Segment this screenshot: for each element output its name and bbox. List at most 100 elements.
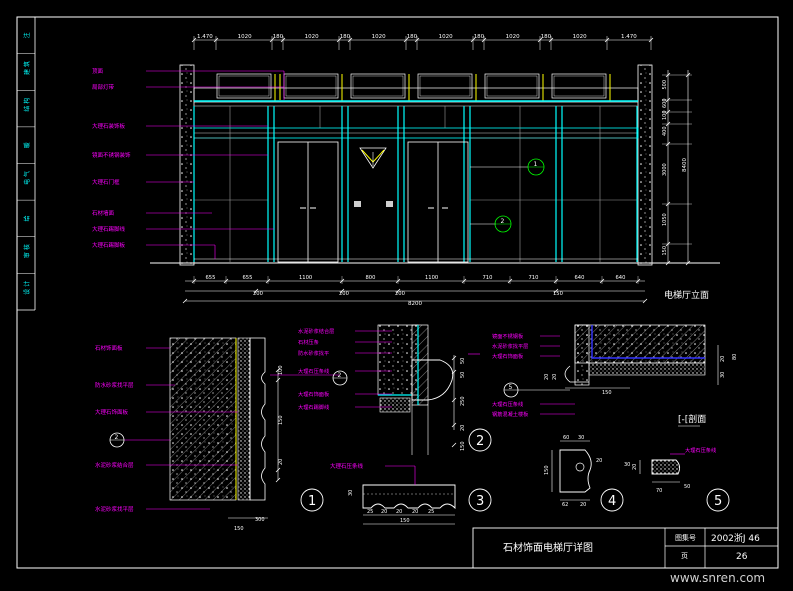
detail2-dim-1: 50 [460,372,466,378]
elevation-label-2: 大理石装饰板 [92,122,126,130]
top-dim-6: 180 [407,34,418,40]
detail6-label-0: 镜面不锈钢板 [492,332,524,340]
call-button-right [386,201,393,207]
right-total-dim: 8400 [682,158,688,172]
right-dim-6: 150 [662,246,668,256]
detail5-dim-2: 30 [624,462,630,468]
detail1-dim-4: 150 [234,526,244,532]
title-block: 石材饰面电梯厅详图 图集号 2002浙J 46 页 26 [472,527,779,569]
top-dim-5: 1020 [372,34,386,40]
detail-number-1: 1 [308,494,316,509]
atlas-number: 2002浙J 46 [711,532,760,544]
detail2-label-3: 大理石压条线 [298,367,329,375]
detail5-dim-3: 50 [684,484,690,490]
ceiling-panel-2 [350,73,406,99]
ceiling-panel-0 [216,73,272,99]
detail-number-circle-3 [468,488,492,512]
ceiling-panel-4 [484,73,540,99]
bottom-dim-a-0: 655 [206,275,216,281]
detail1-label-3: 水泥砂浆结合层 [95,461,134,469]
detail3-label: 大理石压条线 [330,462,364,470]
detail-number-circle-4 [600,488,624,512]
detail-number-4: 4 [608,494,616,509]
bottom-dim-a-8: 640 [616,275,626,281]
right-dim-4: 3000 [662,163,668,176]
detail1-label-2: 大理石饰面板 [95,408,129,416]
emblem-icon [359,147,387,169]
detail2-label-2: 防水砂浆找平 [298,349,329,357]
detail6-dim-0: 20 [544,374,550,380]
bottom-dim-a-4: 1100 [425,275,438,281]
top-dim-12: 1.470 [621,34,637,40]
sidebar-cell-0: 注 [23,32,31,38]
detail6-dim-3: 30 [720,372,726,378]
top-dim-0: 1.470 [197,34,213,40]
elevation-label-5: 石材墙面 [92,209,115,217]
sidebar-cell-3: 暖 [23,142,31,148]
sidebar-cell-7: 设 计 [23,281,31,295]
detail1-dim-2: 20 [278,459,284,465]
detail1-label-0: 石材饰面板 [95,344,123,352]
drawing-frame [16,16,779,569]
detail1-dim-0: 100 [278,365,284,375]
detail4-dim-1: 30 [578,435,584,441]
top-dim-10: 180 [541,34,552,40]
detail4-dim-4: 62 [562,502,568,508]
detail2-label-5: 大理石踢脚线 [298,403,329,411]
sidebar-cell-2: 结 构 [23,98,31,112]
detail6-label-1: 水泥砂浆找平层 [492,342,528,350]
call-button-left [354,201,361,207]
top-dim-11: 1020 [573,34,587,40]
detail2-dim-0: 50 [460,358,466,364]
bottom-dim-a-5: 710 [483,275,493,281]
detail3-dim-2: 20 [396,509,402,515]
detail2-dim-3: 20 [460,425,466,431]
bottom-dim-b-1: 200 [339,291,349,297]
detail5-label: 大理石压条线 [685,446,716,454]
detail4-dim-5: 20 [580,502,586,508]
detail6-callout: 5 [509,384,513,391]
detail1-label-4: 水泥砂浆找平层 [95,505,134,513]
ceiling-panel-5 [551,73,607,99]
right-dim-3: 400 [662,126,668,136]
detail6-dim-4: 20 [720,356,726,362]
right-dim-2: 100 [662,110,668,120]
right-dim-0: 500 [662,80,668,90]
top-dim-1: 1020 [238,34,252,40]
detail1-section-callout: 2 [338,372,342,379]
detail-number-2: 2 [476,434,484,449]
bottom-dim-a-6: 710 [529,275,539,281]
detail6-dim-2: 150 [602,390,612,396]
detail3-dim-3: 20 [412,509,418,515]
detail6-label-4: 钢筋混凝土楼板 [492,410,529,418]
top-dim-7: 1020 [439,34,453,40]
top-dim-2: 180 [273,34,284,40]
right-wall [637,64,653,266]
bottom-dim-b-2: 200 [395,291,405,297]
sidebar: 注建 筑结 构暖电 气给审 核设 计 [17,17,36,311]
detail3-dim-0: 25 [367,509,373,515]
detail4-dim-2: 20 [596,458,602,464]
elevation-label-3: 镜面不锈钢装饰 [92,151,131,159]
detail-number-5: 5 [714,494,722,509]
detail1-dim-1: 150 [278,415,284,425]
watermark: www.snren.com [670,571,765,585]
elevator-door-left [277,141,339,263]
detail6-label-3: 大理石压条线 [492,400,523,408]
left-wall [179,64,195,266]
detail2-label-4: 大理石饰面板 [298,390,330,398]
right-dim-5: 1050 [662,213,668,226]
top-dim-8: 180 [474,34,485,40]
bottom-dim-b-3: 150 [553,291,563,297]
atlas-label: 图集号 [675,533,696,542]
page-number: 26 [736,552,748,562]
elevation-label-7: 大理石踢脚板 [92,241,126,249]
page-label: 页 [681,552,688,560]
detail1-label-1: 防水砂浆找平层 [95,381,134,389]
